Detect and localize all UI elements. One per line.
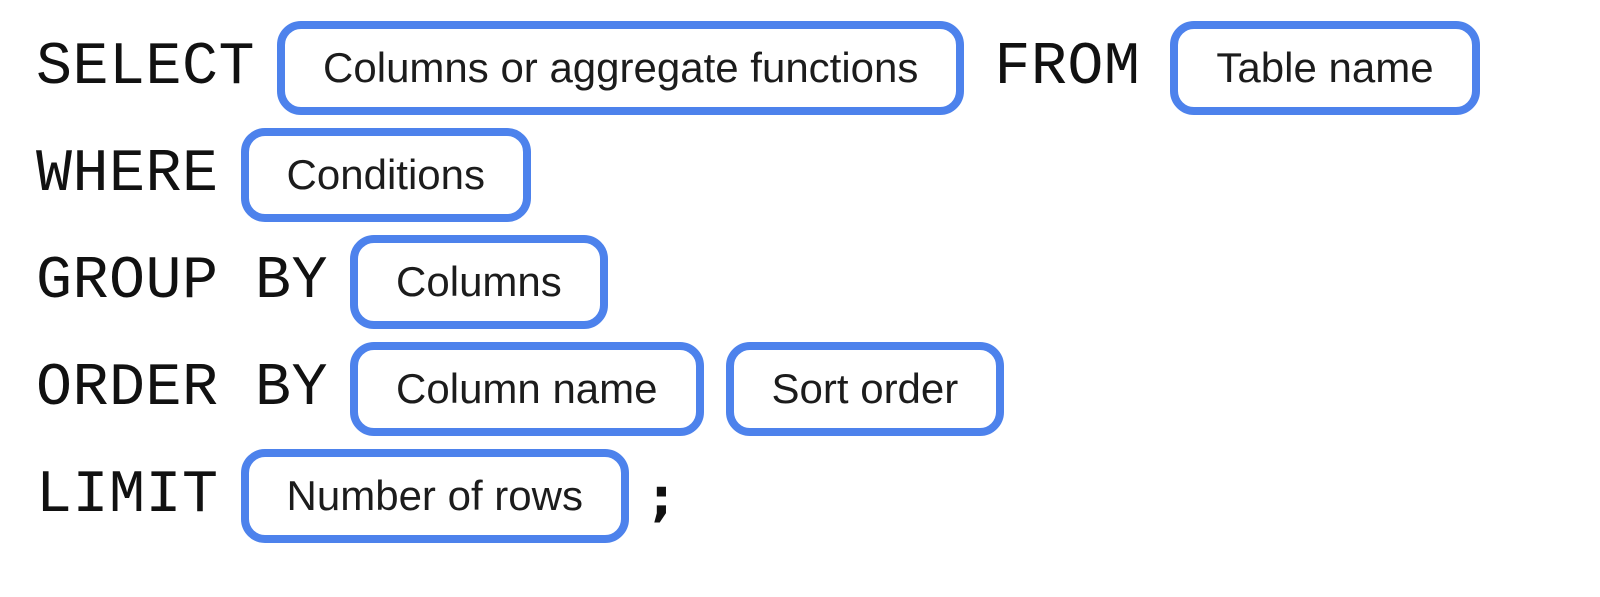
sql-line-group-by: GROUP BY Columns — [36, 235, 1600, 329]
placeholder-box-table-name: Table name — [1170, 21, 1480, 115]
placeholder-box-number-of-rows: Number of rows — [240, 449, 629, 543]
placeholder-box-conditions: Conditions — [240, 128, 531, 222]
placeholder-box-column-name: Column name — [350, 342, 704, 436]
keyword-limit: LIMIT — [36, 462, 219, 530]
sql-line-limit: LIMIT Number of rows ; — [36, 449, 1600, 543]
keyword-group-by: GROUP BY — [36, 248, 329, 316]
keyword-from: FROM — [994, 34, 1141, 102]
statement-terminator-semicolon: ; — [650, 468, 672, 528]
placeholder-box-sort-order: Sort order — [725, 342, 1005, 436]
placeholder-box-columns-or-aggregate-functions: Columns or aggregate functions — [277, 21, 965, 115]
placeholder-box-columns: Columns — [350, 235, 608, 329]
keyword-order-by: ORDER BY — [36, 355, 329, 423]
keyword-select: SELECT — [36, 34, 256, 102]
keyword-where: WHERE — [36, 141, 219, 209]
sql-line-select: SELECT Columns or aggregate functions FR… — [36, 21, 1600, 115]
sql-line-where: WHERE Conditions — [36, 128, 1600, 222]
sql-line-order-by: ORDER BY Column name Sort order — [36, 342, 1600, 436]
